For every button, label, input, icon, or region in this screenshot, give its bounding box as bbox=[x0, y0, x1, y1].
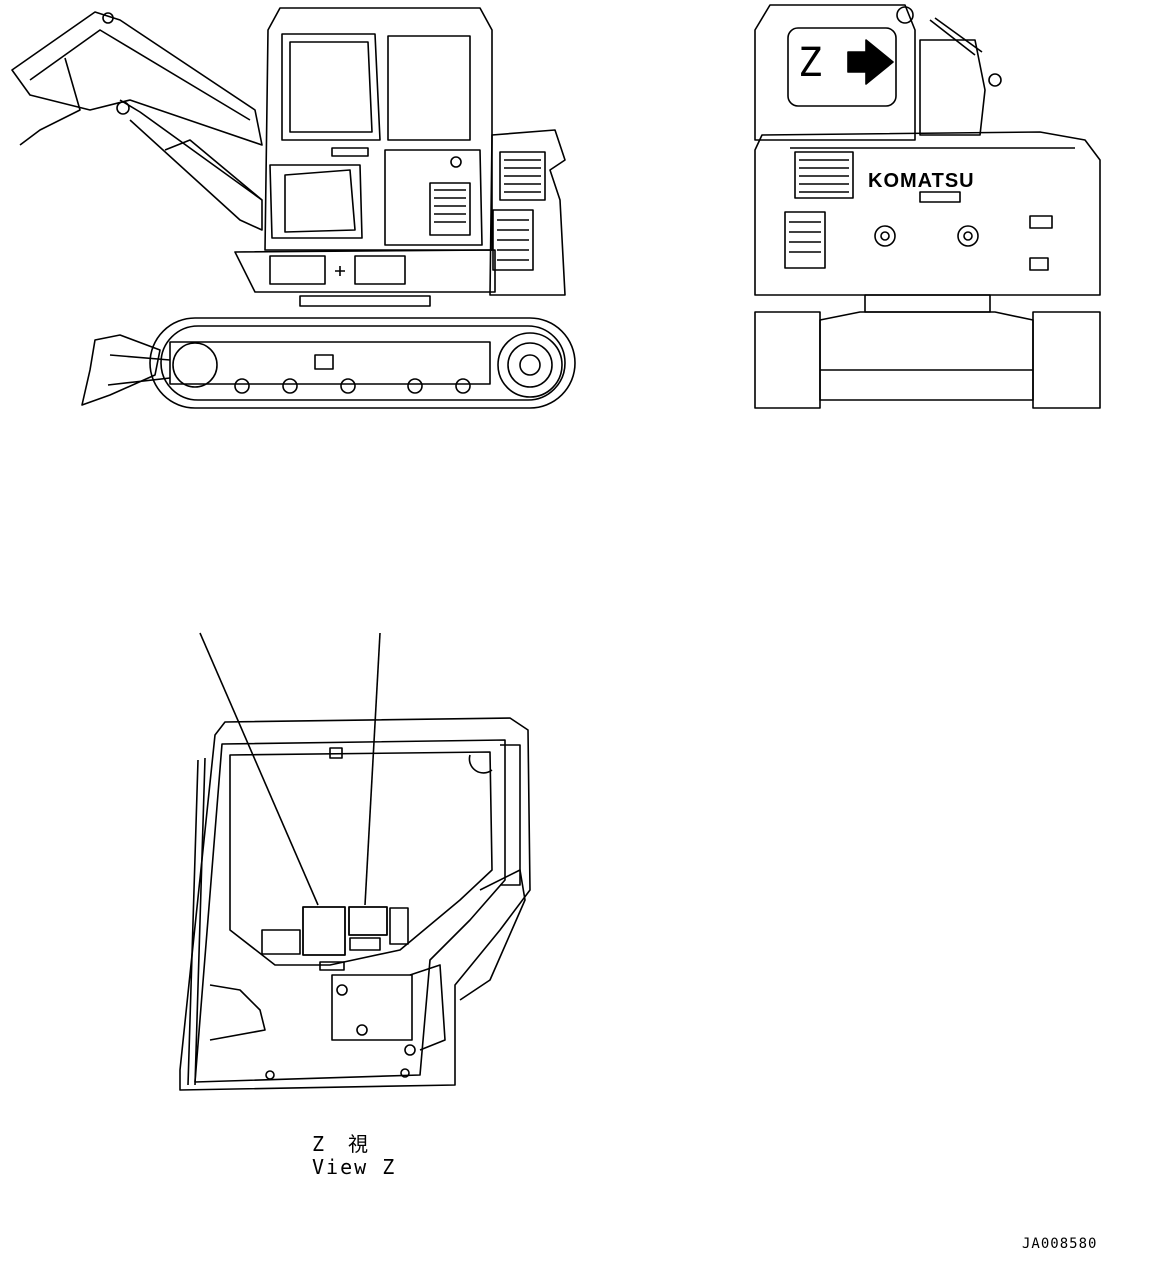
view-z-cab-interior bbox=[179, 632, 531, 1091]
excavator-side-view bbox=[11, 7, 576, 409]
decal-plate-left bbox=[302, 906, 346, 956]
drawing-number: JA008580 bbox=[1022, 1236, 1098, 1252]
leader-line-right bbox=[364, 632, 381, 906]
leader-line-left bbox=[199, 632, 319, 906]
z-marker-letter: Z bbox=[798, 40, 823, 86]
decal-plate-right bbox=[348, 906, 388, 936]
view-z-caption-en: View Z bbox=[312, 1155, 397, 1179]
brand-text: KOMATSU bbox=[868, 170, 975, 192]
arrow-right-icon bbox=[847, 39, 894, 85]
view-z-caption-jp: Z 視 bbox=[312, 1132, 371, 1156]
excavator-rear-view bbox=[754, 4, 1101, 409]
